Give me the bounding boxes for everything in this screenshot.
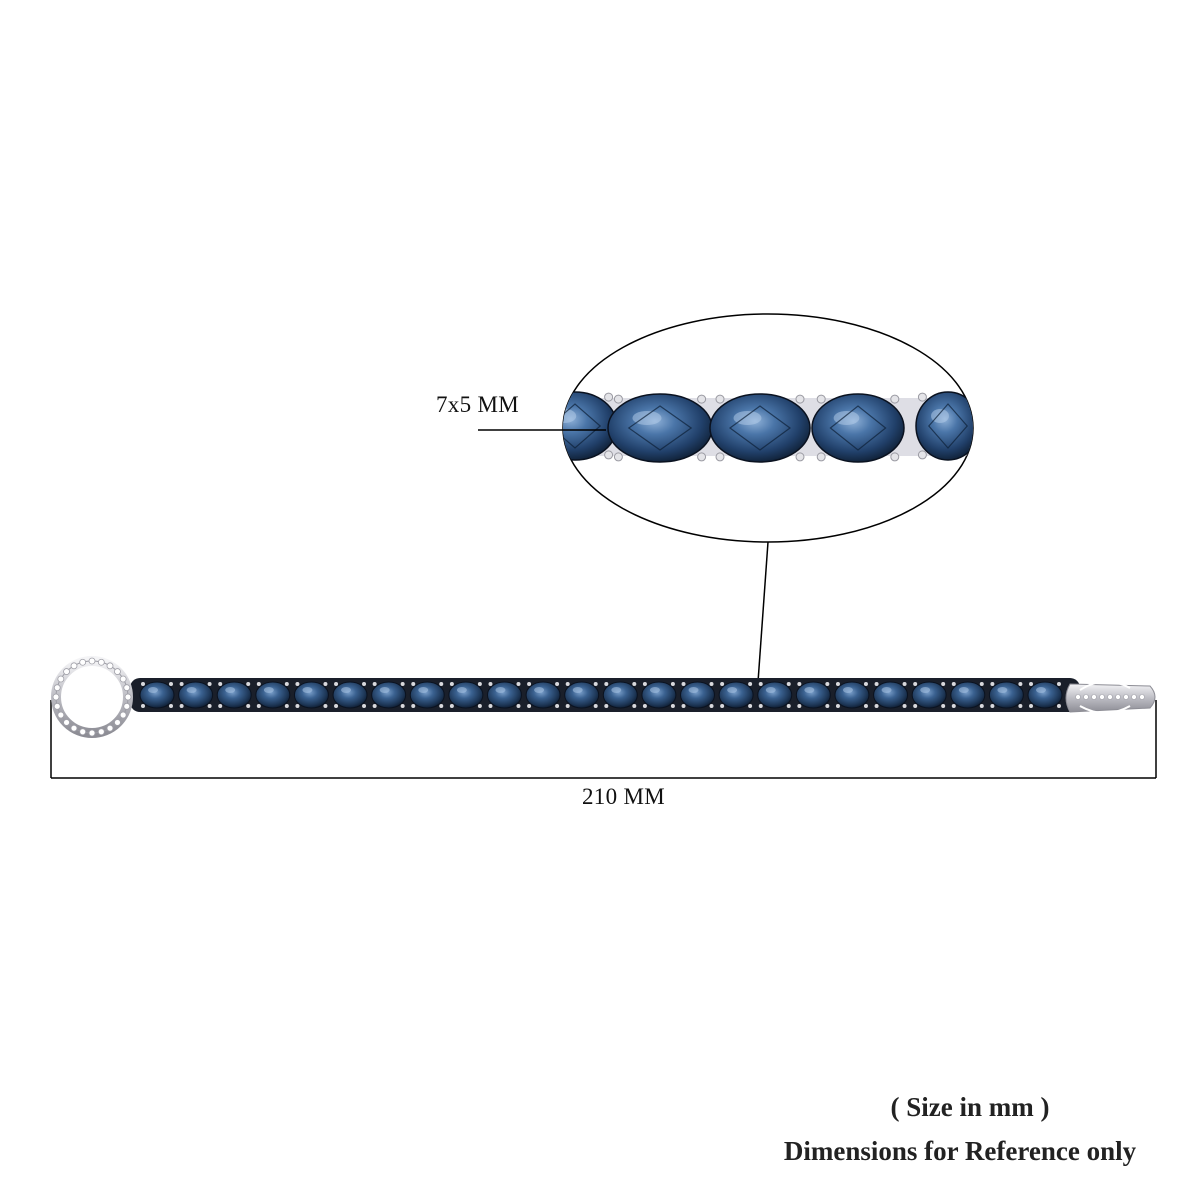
pave-stone (88, 657, 96, 665)
pave-stone (63, 668, 70, 675)
bracelet-stone (795, 681, 831, 709)
zoom-stone (709, 393, 811, 463)
box-clasp (1065, 680, 1156, 714)
pave-stone (114, 719, 121, 726)
bracelet-stone (680, 681, 716, 709)
bracelet-stone (371, 681, 407, 709)
pave-stone (114, 668, 121, 675)
pave-stone (1091, 694, 1097, 700)
pave-stone (123, 684, 131, 692)
bracelet-stone (525, 681, 561, 709)
pave-stone (106, 662, 114, 670)
pave-stone (97, 658, 105, 666)
pave-stone (57, 675, 65, 683)
pave-stone (124, 693, 132, 701)
zoom-stone (607, 393, 713, 463)
pave-stone (1083, 694, 1089, 700)
bracelet-stone (139, 681, 175, 709)
pave-stone (53, 684, 61, 692)
bracelet-stone (834, 681, 870, 709)
pave-stone (1131, 694, 1137, 700)
pave-stone (52, 693, 60, 701)
gem-size-label: 7x5 MM (436, 392, 519, 417)
pave-stone (70, 724, 78, 732)
bracelet-stone (293, 681, 329, 709)
bracelet-stone (641, 681, 677, 709)
disclaimer-note: Dimensions for Reference only (783, 1136, 1137, 1166)
pave-stone (1115, 694, 1121, 700)
bracelet-length-label: 210 MM (582, 784, 665, 809)
pave-stone (123, 702, 131, 710)
pave-stone (79, 728, 87, 736)
bracelet-stone (602, 681, 638, 709)
ring-clasp (51, 656, 133, 738)
bracelet-stone (564, 681, 600, 709)
pave-stone (53, 702, 61, 710)
pave-stone (1139, 694, 1145, 700)
bracelet-stone (216, 681, 252, 709)
pave-stone (1075, 694, 1081, 700)
bracelet (51, 656, 1156, 738)
pave-stone (1107, 694, 1113, 700)
pave-stone (57, 711, 65, 719)
zoom-connector-line (757, 541, 769, 683)
zoom-detail (562, 313, 974, 543)
pave-stone (1123, 694, 1129, 700)
bracelet-stone (950, 681, 986, 709)
bracelet-stone (911, 681, 947, 709)
pave-stone (79, 658, 87, 666)
pave-stone (106, 724, 114, 732)
bracelet-stone (1027, 681, 1063, 709)
pave-stone (88, 729, 96, 737)
bracelet-stone (988, 681, 1024, 709)
zoom-stone (563, 391, 618, 461)
bracelet-stone (718, 681, 754, 709)
zoom-stone (811, 393, 905, 463)
length-bracket (50, 700, 1157, 779)
bracelet-stone (255, 681, 291, 709)
bracelet-stone (486, 681, 522, 709)
bracelet-stone (873, 681, 909, 709)
pave-stone (1099, 694, 1105, 700)
bracelet-stone (332, 681, 368, 709)
bracelet-stone (178, 681, 214, 709)
pave-stone (70, 662, 78, 670)
bracelet-stone (409, 681, 445, 709)
pave-stone (97, 728, 105, 736)
zoom-stone (915, 391, 973, 461)
size-unit-note: ( Size in mm ) (890, 1092, 1050, 1122)
bracelet-stone (448, 681, 484, 709)
pave-stone (63, 719, 70, 726)
bracelet-stone (757, 681, 793, 709)
pave-stone (119, 675, 127, 683)
pave-stone (119, 711, 127, 719)
